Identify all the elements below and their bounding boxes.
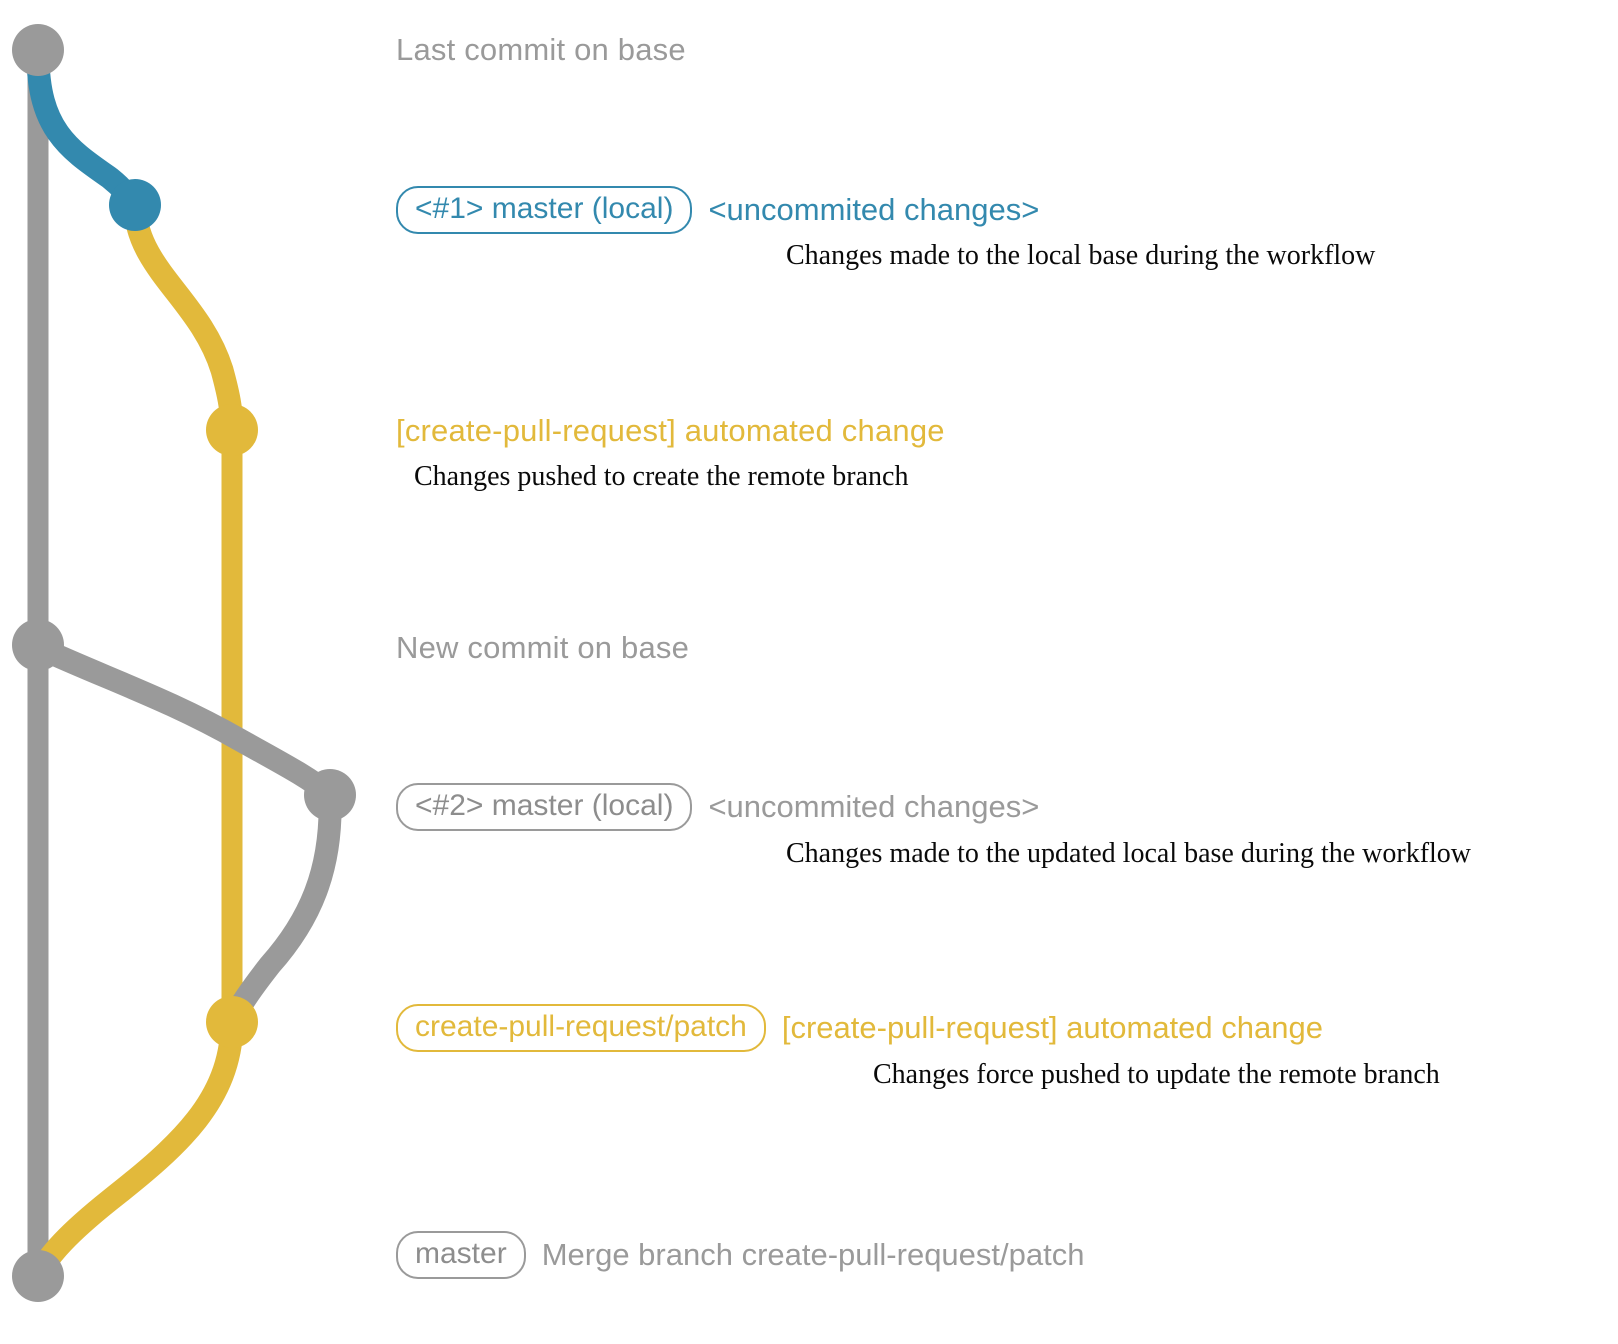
- row-label-automated-change-1: [create-pull-request] automated change: [396, 413, 945, 448]
- badge-master-local-1[interactable]: <#1> master (local): [396, 186, 693, 234]
- row-label-uncommited-changes-1: <uncommited changes>: [708, 192, 1040, 227]
- row-label-uncommited-changes-2: <uncommited changes>: [708, 789, 1040, 824]
- row-description-force-push: Changes force pushed to update the remot…: [873, 1059, 1440, 1090]
- row-commit-2-master-local: <#2> master (local) <uncommited changes>: [396, 783, 1039, 831]
- badge-master[interactable]: master: [396, 1231, 526, 1279]
- row-master-merge: master Merge branch create-pull-request/…: [396, 1231, 1084, 1279]
- gray-branch-line-out: [28, 636, 342, 807]
- gray-branch-line-in: [220, 786, 342, 1034]
- row-new-commit-on-base: New commit on base: [396, 630, 689, 666]
- badge-master-local-2[interactable]: <#2> master (local): [396, 783, 693, 831]
- row-label-automated-change-2: [create-pull-request] automated change: [781, 1010, 1323, 1045]
- row-label-new-commit-on-base: New commit on base: [396, 630, 690, 665]
- commit-node-local-2[interactable]: [304, 769, 356, 821]
- row-description-commit-2: Changes made to the updated local base d…: [786, 838, 1472, 869]
- commit-node-local-1[interactable]: [109, 179, 161, 231]
- row-last-commit-on-base: Last commit on base: [396, 32, 686, 68]
- row-label-last-commit-on-base: Last commit on base: [396, 32, 686, 67]
- row-automated-change-1: [create-pull-request] automated change: [396, 413, 945, 449]
- commit-node-master-merge[interactable]: [12, 1250, 64, 1302]
- commit-node-patch-1[interactable]: [206, 404, 258, 456]
- badge-create-pull-request-patch[interactable]: create-pull-request/patch: [396, 1004, 766, 1052]
- row-description-automated-change-1: Changes pushed to create the remote bran…: [414, 461, 909, 492]
- row-create-pull-request-patch: create-pull-request/patch [create-pull-r…: [396, 1004, 1323, 1052]
- gold-merge-line: [26, 1013, 244, 1288]
- row-label-merge-branch: Merge branch create-pull-request/patch: [541, 1237, 1085, 1272]
- blue-branch-line: [26, 43, 147, 217]
- commit-node-patch-2[interactable]: [206, 996, 258, 1048]
- row-commit-1-master-local: <#1> master (local) <uncommited changes>: [396, 186, 1039, 234]
- commit-node-base-new[interactable]: [12, 619, 64, 671]
- row-description-commit-1: Changes made to the local base during th…: [786, 240, 1376, 271]
- commit-node-base-top[interactable]: [12, 24, 64, 76]
- gold-branch-line-upper: [123, 196, 244, 442]
